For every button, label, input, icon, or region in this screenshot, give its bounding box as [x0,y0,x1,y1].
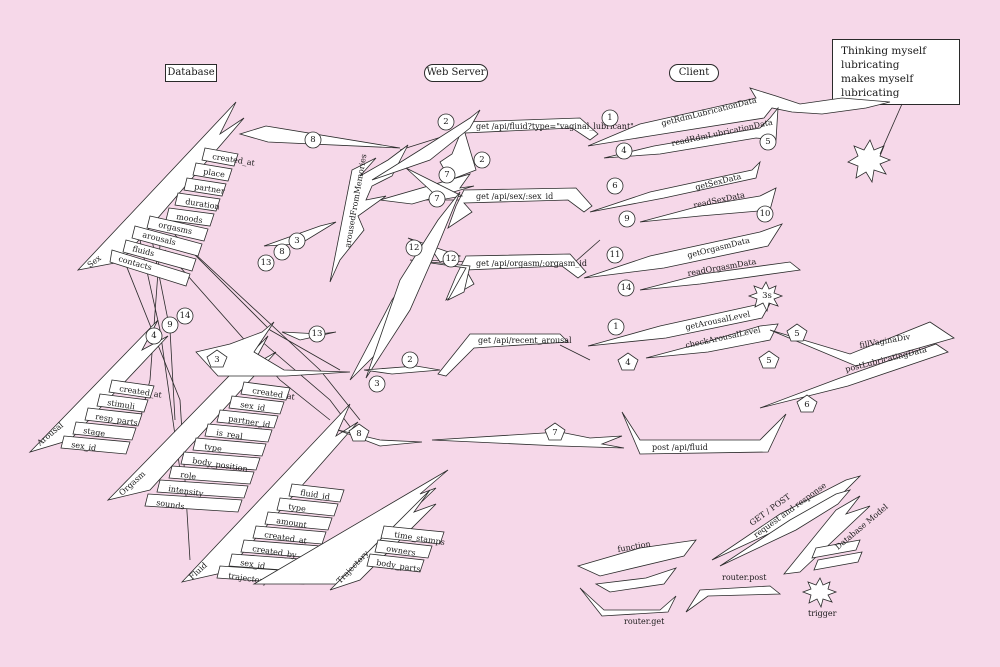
route-fluid-get-label: get /api/fluid?type="vaginal_lubricant" [476,122,634,131]
trajectory-table: Trajectory time_stamps owners body_parts [252,469,449,591]
note-line-1: Thinking myself lubricating [841,45,927,71]
fn-get-orgasm-shape [583,223,783,279]
step-marker: 3 [214,355,219,365]
legend-db-model-shape [783,495,871,575]
route-sex-get-label: get /api/sex/:sex_id [476,192,553,201]
route-sex-get-shape [447,187,593,230]
step-marker: 14 [180,311,191,321]
step-marker: 11 [610,250,621,260]
route-recent-arousal-shape [437,333,569,377]
sex-field-place: place [203,167,226,179]
note-line-2: makes myself lubricating [841,73,914,99]
route-orgasm-get-label: get /api/orgasm/:orgasm_id [476,259,587,268]
trajectory-arm-b [329,489,437,591]
orgasm-field-type: type [204,442,223,454]
step-marker: 10 [760,209,771,219]
trajectory-arm-a [252,469,449,585]
step-marker: 8 [310,135,315,145]
triggers: 3s [747,103,903,313]
note-box: Thinking myself lubricating makes myself… [832,39,960,105]
legend-router-get-label: router.get [624,617,665,626]
orgasm-field-is-real: is_real [216,428,244,441]
step-marker: 4 [151,331,156,341]
step-marker: 6 [612,181,617,191]
flow-arrows [195,109,625,449]
step-marker: 2 [479,155,484,165]
timer-label: 3s [762,291,772,301]
route-recent-arousal-label: get /api/recent_arousal [478,336,572,345]
step-marker: 2 [407,355,412,365]
step-marker: 13 [261,258,272,268]
trigger-starburst-icon [847,139,892,184]
step-marker: 12 [446,254,457,264]
fn-read-sex-shape [639,187,777,223]
step-marker: 9 [167,320,172,330]
step-marker: 9 [624,214,629,224]
step-marker: 5 [794,329,799,339]
orgasm-field-sex-id: sex_id [240,400,266,413]
orgasm-field-role: role [180,470,197,481]
timer-starburst-icon [747,281,784,313]
legend: function router.get router.post GET / PO… [576,475,890,626]
fn-fill-vagina-shape [769,321,955,367]
sex-table: Sex created_at place partner duration mo… [76,101,256,287]
step-marker: 1 [613,322,618,332]
step-marker: 6 [804,400,809,410]
legend-router-post-label: router.post [722,573,767,582]
legend-router-get-shape [579,587,677,617]
route-fluid-get-shape [439,117,599,181]
client-header: Client [669,64,719,82]
step-marker: 5 [765,137,770,147]
legend-router-post-shape [685,585,782,613]
step-marker: 1 [607,113,612,123]
fn-get-sex-data[interactable]: getSexData [694,172,742,192]
arousal-table: Arousal created_at stimuli resp_parts st… [28,319,169,455]
step-marker: 3 [374,379,379,389]
fn-get-sex-shape [589,160,761,213]
fluid-field-type: type [288,502,307,514]
sex-field-moods: moods [176,212,204,225]
step-marker: 3 [294,236,299,246]
step-marker: 4 [625,358,630,368]
step-marker: 5 [766,356,771,366]
step-marker: 7 [434,194,439,204]
route-orgasm-get-shape [445,253,587,301]
web-server-header: Web Server [424,64,488,82]
fluid-field-sex-id: sex_id [240,558,266,571]
arousal-field-stage: stage [83,426,106,438]
arousal-field-stimuli: stimuli [107,398,136,411]
step-marker: 12 [409,243,420,253]
step-marker: 14 [621,283,632,293]
step-marker: 13 [312,329,323,339]
database-header: Database [165,64,217,82]
step-marker: 8 [356,429,361,439]
orgasm-field-sounds: sounds [156,498,186,511]
legend-function-shape [576,539,697,577]
arousal-field-sex-id: sex_id [71,440,97,453]
step-marker: 7 [444,170,449,180]
legend-trigger-icon [801,577,838,609]
fn-read-rdm-shape [603,106,779,159]
orgasm-table: Orgasm created_at sex_id partner_id is_r… [106,335,296,513]
fn-get-rdm-shape [587,87,891,147]
fn-post-lubricating-shape [759,343,949,409]
step-marker: 7 [552,428,557,438]
server-routes: get /api/fluid?type="vaginal_lubricant" … [437,117,787,455]
step-markers: 8 2 2 7 7 1 4 5 6 9 10 12 12 11 14 13 8 … [145,109,818,442]
fn-check-arousal-shape [645,323,779,359]
step-marker: 2 [443,117,448,127]
route-fluid-post-shape [621,411,787,455]
route-fluid-post-label: post /api/fluid [652,443,708,452]
step-marker: 8 [279,247,284,257]
legend-trigger-label: trigger [808,609,837,618]
fn-read-orgasm-shape [639,261,801,291]
step-marker: 4 [621,146,626,156]
